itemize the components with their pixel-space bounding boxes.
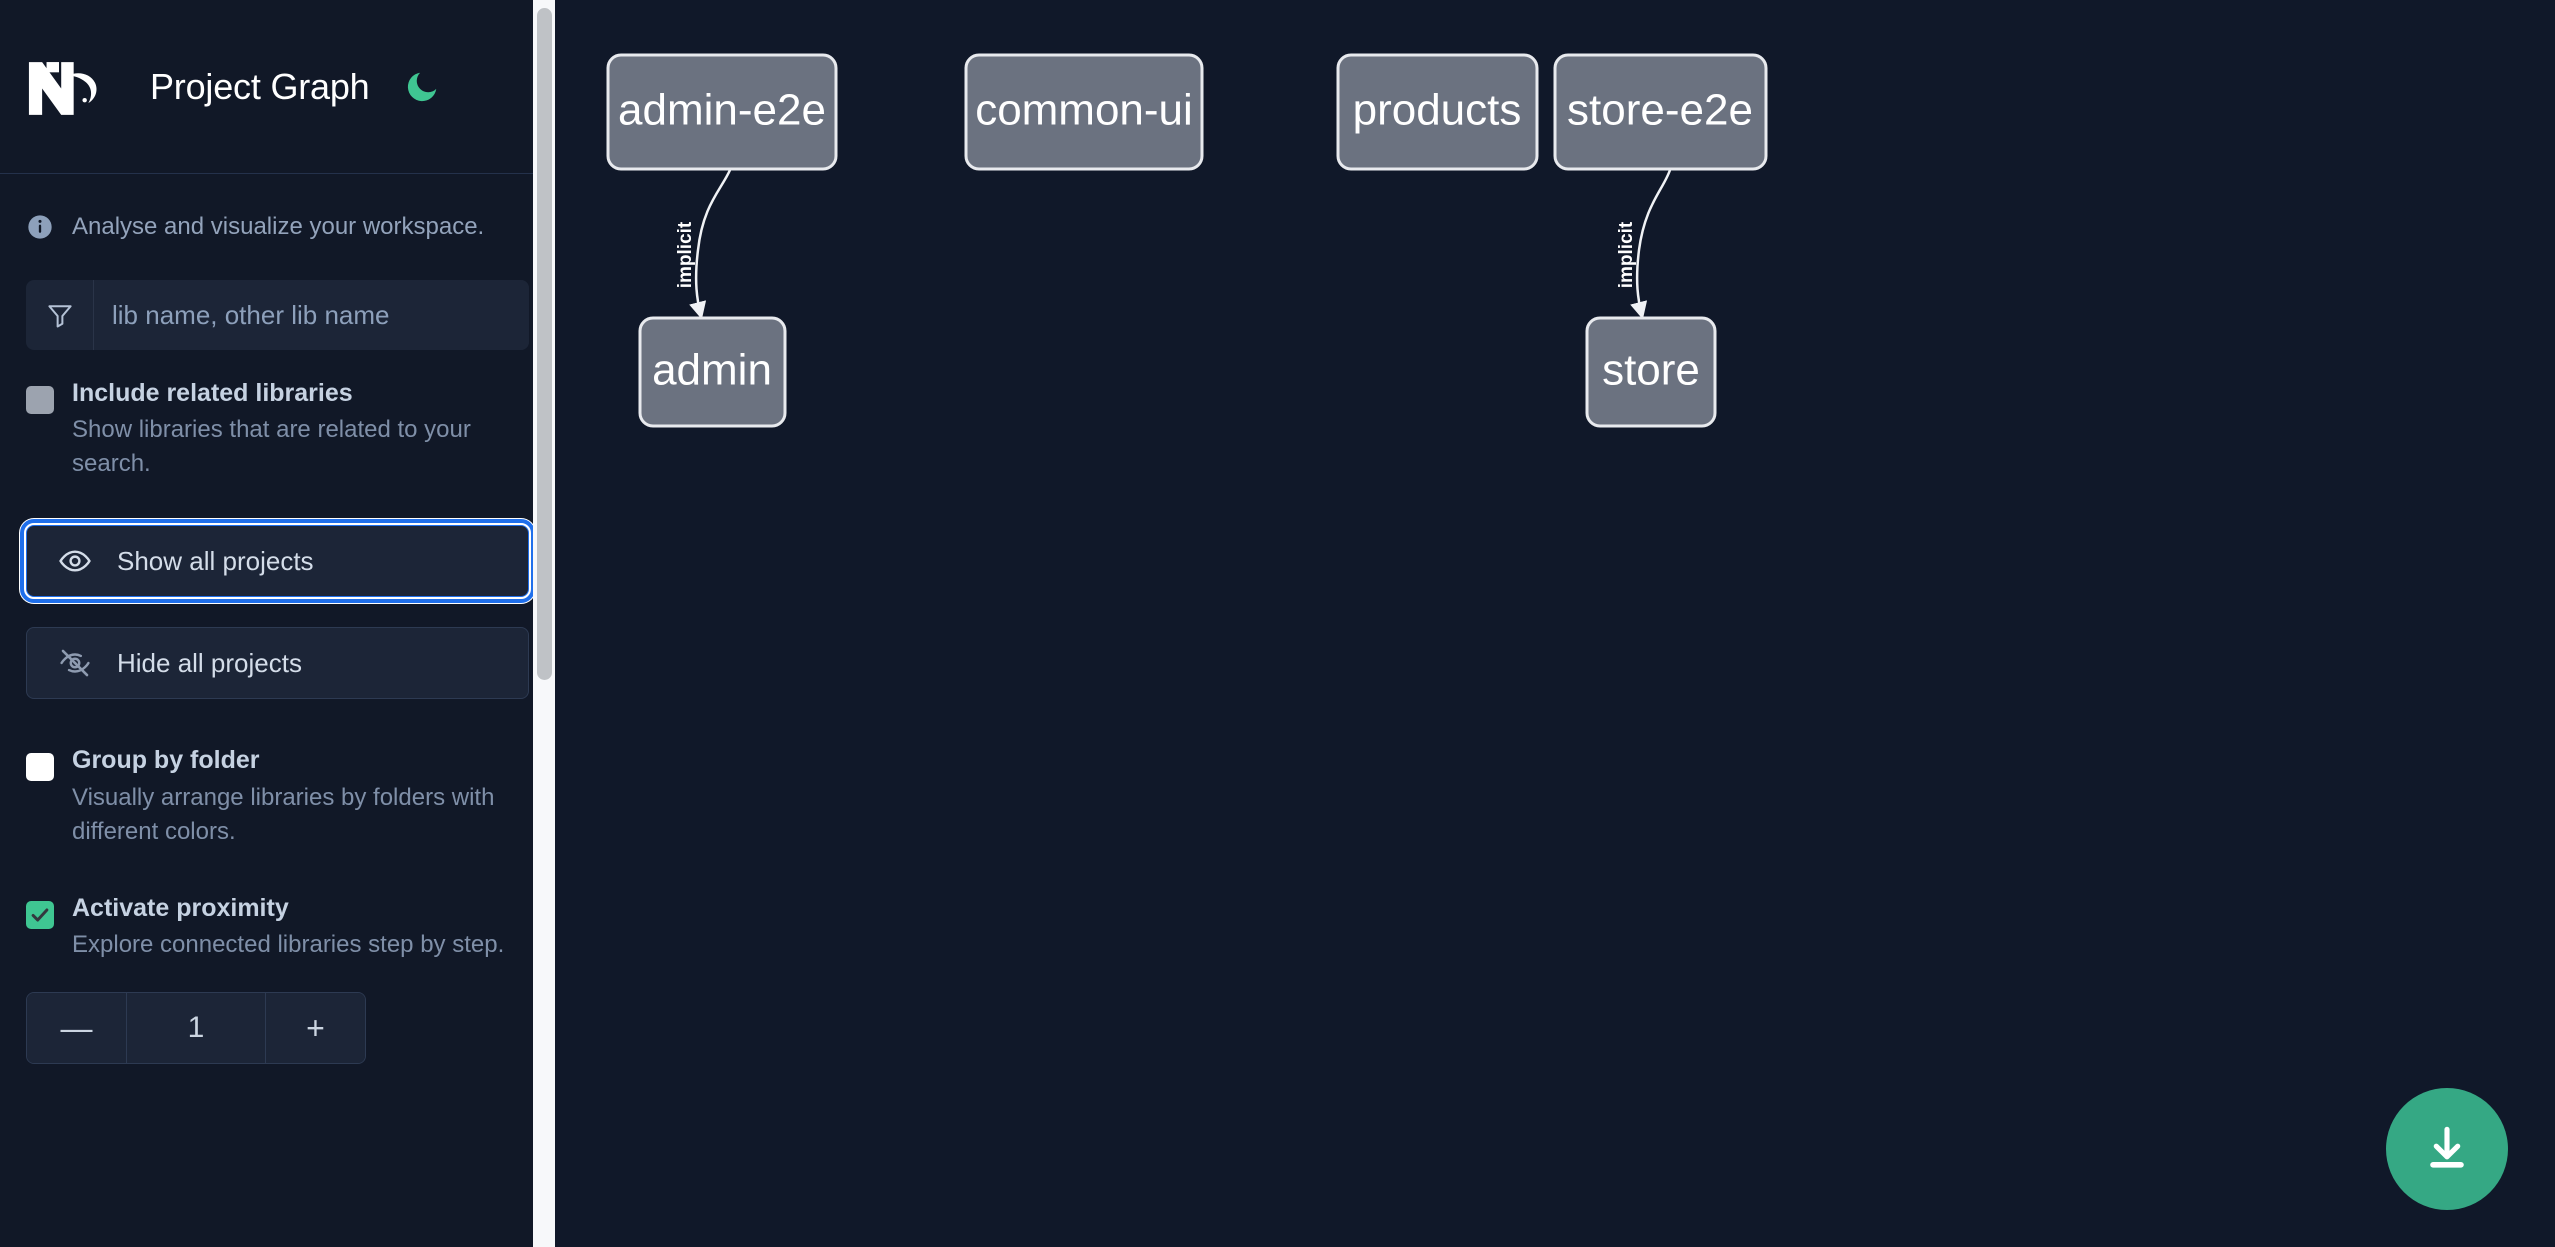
eye-icon [57,543,93,579]
show-all-projects-label: Show all projects [117,545,314,576]
graph-node-admin[interactable]: admin [638,316,787,428]
proximity-stepper-wrap: — 1 + [0,992,555,1065]
graph-node-store-e2e[interactable]: store-e2e [1553,53,1768,171]
node-label: common-ui [975,86,1193,135]
option-activate-proximity[interactable]: Activate proximity Explore connected lib… [0,893,555,962]
sidebar-header: Project Graph [0,0,555,174]
graph-node-common-ui[interactable]: common-ui [964,53,1204,171]
page-title: Project Graph [150,65,370,107]
graph-node-admin-e2e[interactable]: admin-e2e [606,53,838,171]
option-label: Group by folder [72,746,260,775]
option-label: Activate proximity [72,893,289,922]
node-label: store [1602,346,1700,395]
sidebar-scrollbar-thumb[interactable] [537,8,552,680]
proximity-value: 1 [187,1011,205,1045]
button-spacer [26,597,529,627]
option-description: Show libraries that are related to your … [72,416,471,478]
workspace-info-text: Analyse and visualize your workspace. [72,213,485,240]
checkbox-icon[interactable] [26,900,54,929]
option-include-related-libraries[interactable]: Include related libraries Show libraries… [0,378,555,481]
node-label: store-e2e [1567,86,1753,135]
filter-icon [26,280,94,350]
visibility-buttons: Show all projects Hide all projects [0,519,555,700]
sidebar: Project Graph Analyse and visualize your… [0,0,555,1247]
project-graph-svg: implicit implicit admin-e2e common-ui [606,53,1768,428]
option-description: Visually arrange libraries by folders wi… [72,783,495,845]
nx-logo-icon [26,51,114,123]
moon-icon[interactable] [400,65,444,109]
download-icon [2419,1120,2475,1179]
workspace-info: Analyse and visualize your workspace. [0,174,555,280]
proximity-stepper: — 1 + [26,992,366,1065]
info-icon [26,213,54,241]
edge-store-e2e-store[interactable]: implicit [1616,169,1672,320]
search-bar [26,280,529,350]
graph-edges: implicit implicit [675,169,1672,320]
option-label: Include related libraries [72,379,353,407]
sidebar-scrollbar-track[interactable] [533,0,555,1247]
graph-canvas[interactable]: implicit implicit admin-e2e common-ui [555,0,2555,1247]
graph-node-products[interactable]: products [1336,53,1539,171]
download-graph-button[interactable] [2386,1088,2508,1210]
proximity-decrement-button[interactable]: — [27,993,127,1064]
checkbox-icon[interactable] [26,386,54,414]
hide-all-projects-label: Hide all projects [117,647,302,678]
search-input[interactable] [94,280,529,350]
edge-admin-e2e-admin[interactable]: implicit [675,169,732,320]
hide-all-projects-button[interactable]: Hide all projects [26,627,529,700]
graph-node-store[interactable]: store [1585,316,1717,428]
eye-off-icon [57,645,93,681]
graph-nodes: admin-e2e common-ui products store-e2e a… [606,53,1768,428]
node-label: admin-e2e [618,86,826,135]
proximity-increment-button[interactable]: + [265,993,365,1064]
show-all-projects-button[interactable]: Show all projects [20,519,535,604]
node-label: products [1353,86,1522,135]
node-label: admin [652,346,772,395]
checkbox-icon[interactable] [26,753,54,782]
option-group-by-folder[interactable]: Group by folder Visually arrange librari… [0,745,555,848]
edge-label: implicit [1616,221,1637,288]
option-description: Explore connected libraries step by step… [72,931,505,959]
edge-label: implicit [675,221,696,288]
